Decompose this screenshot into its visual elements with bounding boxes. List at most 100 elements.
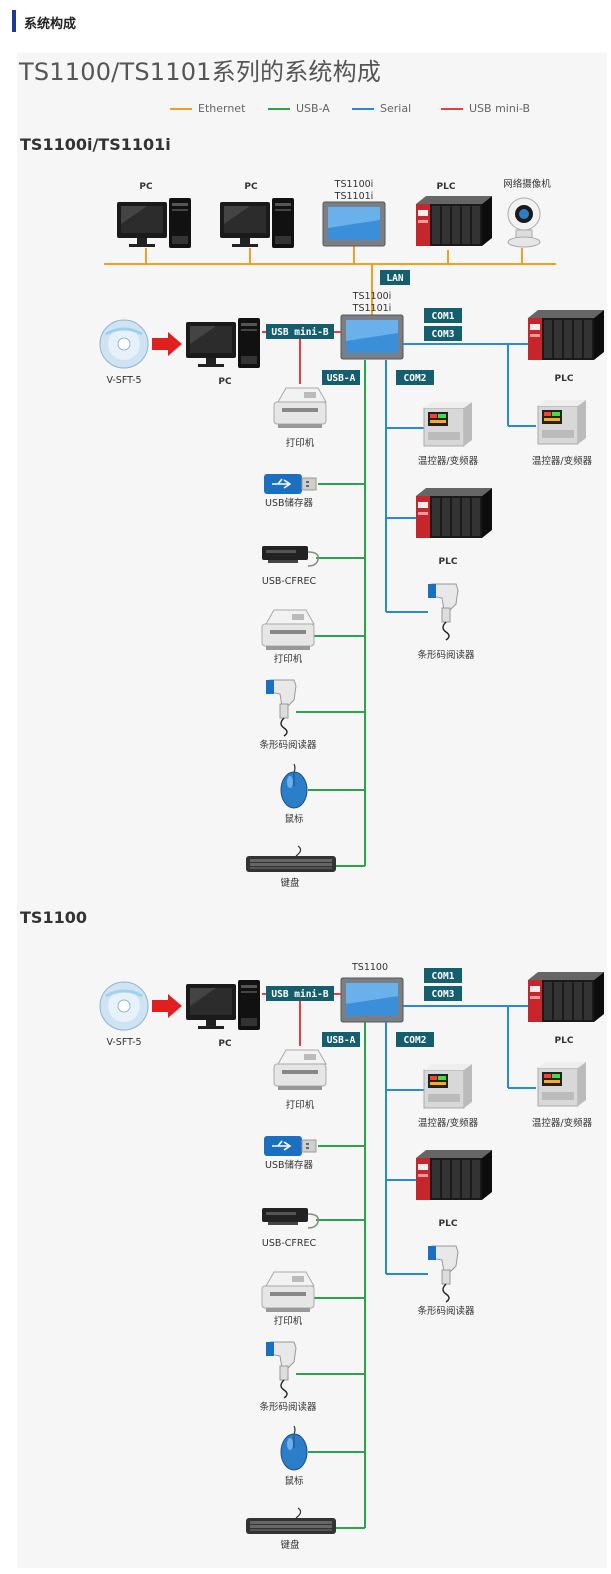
d2-barcode-icon: [265, 1341, 297, 1399]
d1-com3-tag-label: COM3: [432, 329, 455, 340]
d1-top-ts-label1: TS1100i: [334, 179, 374, 190]
d1-usb-mini-b-tag-label: USB mini-B: [271, 327, 328, 338]
d2-usb-a-lines: [296, 1022, 366, 1529]
d2-com1-tag: [424, 968, 462, 983]
d2-pc-label: PC: [218, 1039, 232, 1049]
d2-mouse-label: 鼠标: [284, 1475, 304, 1487]
d2-usb-cfrec-label: USB-CFREC: [262, 1238, 317, 1249]
d2-usb-a-tag-label: USB-A: [327, 1035, 356, 1046]
d1-vsft-label: V-SFT-5: [106, 375, 141, 386]
d2-usb-a-tag: [322, 1032, 360, 1047]
d1-pc-label: PC: [218, 377, 232, 387]
d2-center-hmi-icon: [340, 977, 404, 1023]
d2-vsft-cd-icon: [98, 980, 150, 1032]
d1-serial-lines: [385, 343, 536, 613]
d1-keyboard-icon: [245, 845, 337, 873]
d2-usb-mini-b-tag-label: USB mini-B: [271, 989, 328, 1000]
d1-top-camera-label: 网络摄像机: [503, 178, 551, 190]
legend-usb-mini-b-line: [441, 108, 463, 110]
d2-right-temp-icon: [537, 1061, 587, 1107]
d1-usb-a-tag-label: USB-A: [327, 373, 356, 384]
d2-com2-plc-icon: [416, 1150, 492, 1200]
d2-center-label: TS1100: [351, 962, 388, 973]
page-title: TS1100/TS1101系列的系统构成: [19, 58, 382, 86]
d2-right-plc-label: PLC: [555, 1036, 574, 1046]
d2-com2-temp-icon: [423, 1063, 473, 1109]
section-title: 系统构成: [24, 17, 77, 32]
d1-arrow-icon: [152, 332, 182, 356]
d1-top-plc-icon: [416, 196, 492, 246]
d1-com2-plc-label: PLC: [439, 557, 458, 567]
d2-com1-tag-label: COM1: [432, 971, 455, 982]
d1-com2-plc-icon: [416, 488, 492, 538]
d1-center-label2: TS1101i: [352, 303, 392, 314]
d1-center-label1: TS1100i: [352, 291, 392, 302]
d1-top-ts-label2: TS1101i: [334, 191, 374, 202]
d2-arrow-icon: [152, 994, 182, 1018]
d1-usb-mini-b-tag: [266, 324, 334, 339]
d1-top-plc-label: PLC: [437, 182, 456, 192]
d1-printer-label: 打印机: [274, 653, 303, 665]
d1-com1-tag: [424, 308, 462, 323]
d1-top-pc1-icon: [117, 198, 191, 248]
d2-printer-top-icon: [273, 1049, 327, 1091]
d1-top-pc1-label: PC: [139, 182, 153, 192]
d2-usb-cfrec-icon: [261, 1207, 320, 1229]
d1-usb-cfrec-label: USB-CFREC: [262, 576, 317, 587]
d2-keyboard-label: 键盘: [280, 1539, 300, 1551]
d1-mouse-icon: [280, 763, 308, 809]
d1-usb-a-lines: [296, 360, 366, 867]
diagram2: TS1100 V-SFT-5 PC: [98, 962, 604, 1551]
d2-com2-barcode-icon: [427, 1245, 459, 1303]
d2-barcode-label: 条形码阅读器: [259, 1401, 317, 1413]
d1-usb-storage-icon: [263, 473, 317, 495]
d1-lan-tag-label: LAN: [386, 273, 403, 284]
d1-top-pc2-label: PC: [244, 182, 258, 192]
d1-com2-tag-label: COM2: [404, 373, 427, 384]
d1-com2-barcode-icon: [427, 583, 459, 641]
d1-printer-top-icon: [273, 387, 327, 429]
d1-printer-top-label: 打印机: [286, 437, 315, 449]
d2-com2-barcode-label: 条形码阅读器: [417, 1305, 475, 1317]
d1-usb-storage-label: USB储存器: [265, 497, 314, 509]
d2-right-temp-label: 温控器/变频器: [532, 1117, 593, 1129]
diagram1-title: TS1100i/TS1101i: [20, 135, 171, 154]
d1-barcode-icon: [265, 679, 297, 737]
d2-right-plc-icon: [528, 972, 604, 1022]
d1-com2-barcode-label: 条形码阅读器: [417, 649, 475, 661]
diagram-panel: [17, 53, 607, 1568]
d2-printer-icon: [261, 1271, 315, 1313]
section-accent-bar: [12, 10, 16, 32]
legend-usb-a-label: USB-A: [296, 102, 330, 115]
d1-barcode-label: 条形码阅读器: [259, 739, 317, 751]
legend-ethernet-label: Ethernet: [198, 102, 246, 115]
d1-top-pc2-icon: [220, 198, 294, 248]
d2-com3-tag-label: COM3: [432, 989, 455, 1000]
d1-lan-tag: [380, 270, 410, 285]
d1-pc-icon: [186, 318, 260, 368]
d2-vsft-label: V-SFT-5: [106, 1037, 141, 1048]
section-header: 系统构成: [10, 8, 600, 34]
d1-mouse-label: 鼠标: [284, 813, 304, 825]
diagram2-title: TS1100: [20, 908, 87, 927]
d2-com2-tag-label: COM2: [404, 1035, 427, 1046]
d1-right-temp-icon: [537, 399, 587, 445]
d2-printer-top-label: 打印机: [286, 1099, 315, 1111]
d1-com2-tag: [396, 370, 434, 385]
d2-com2-plc-label: PLC: [439, 1219, 458, 1229]
d2-printer-label: 打印机: [274, 1315, 303, 1327]
d1-keyboard-label: 键盘: [280, 877, 300, 889]
d2-com2-temp-label: 温控器/变频器: [418, 1117, 479, 1129]
d1-right-plc-label: PLC: [555, 374, 574, 384]
d2-com2-tag: [396, 1032, 434, 1047]
d2-com3-tag: [424, 986, 462, 1001]
d2-usb-mini-b-tag: [266, 986, 334, 1001]
legend-serial-label: Serial: [380, 102, 412, 115]
d1-com3-tag: [424, 326, 462, 341]
diagram1: PC PC TS1100i TS1101i PLC 网络摄像机 LAN TS11…: [98, 178, 604, 889]
d1-com1-tag-label: COM1: [432, 311, 455, 322]
d1-com2-temp-label: 温控器/变频器: [418, 455, 479, 467]
d2-usb-storage-label: USB储存器: [265, 1159, 314, 1171]
d1-usb-cfrec-icon: [261, 545, 320, 567]
